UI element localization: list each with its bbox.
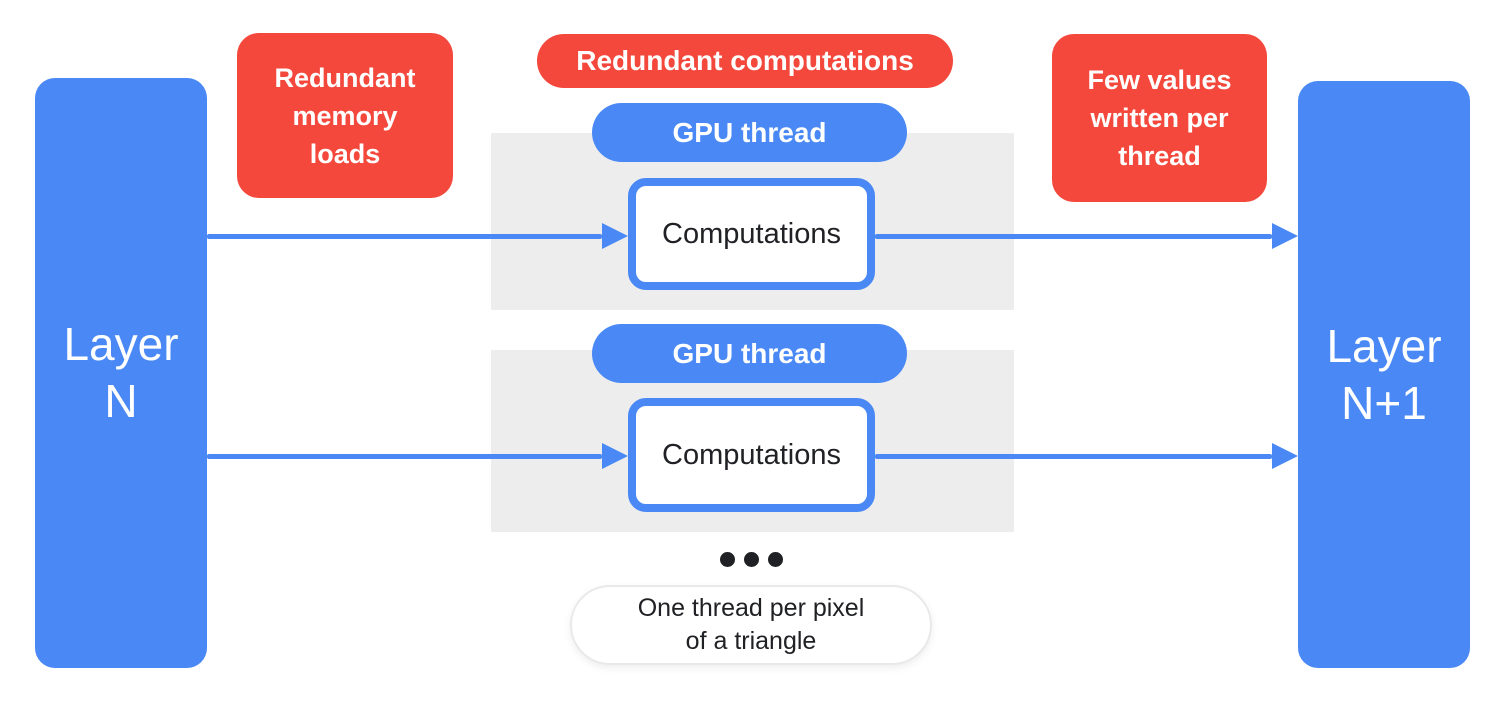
callout-memory-line2: memory — [292, 100, 398, 131]
note-one-thread-per-pixel: One thread per pixel of a triangle — [570, 585, 932, 665]
callout-few-line2: written per — [1090, 103, 1229, 133]
callout-redundant-computations: Redundant computations — [537, 34, 953, 88]
ellipsis-dots — [720, 552, 783, 567]
computations-box-2: Computations — [628, 398, 875, 512]
gpu-thread-pill-1: GPU thread — [592, 103, 907, 162]
layer-n-plus-1-label-line1: Layer — [1326, 319, 1442, 372]
arrow-line-computations-2-to-layer-n1 — [875, 454, 1272, 459]
layer-n-label-line1: Layer — [63, 318, 179, 370]
ellipsis-dot-icon — [744, 552, 759, 567]
ellipsis-dot-icon — [720, 552, 735, 567]
arrowhead-icon-into-computations-1 — [602, 223, 628, 249]
callout-memory-line1: Redundant — [274, 62, 416, 93]
callout-computations-label: Redundant computations — [576, 45, 914, 76]
arrowhead-icon-into-layer-n1-row1 — [1272, 223, 1298, 249]
callout-memory-line3: loads — [309, 138, 381, 169]
layer-n-label-line2: N — [104, 375, 138, 427]
ellipsis-dot-icon — [768, 552, 783, 567]
arrow-line-computations-1-to-layer-n1 — [875, 234, 1272, 239]
computations-box-1: Computations — [628, 178, 875, 290]
gpu-thread-pill-2-label: GPU thread — [672, 337, 827, 369]
callout-few-values-written: Few values written per thread — [1052, 34, 1267, 202]
arrowhead-icon-into-computations-2 — [602, 443, 628, 469]
arrowhead-icon-into-layer-n1-row2 — [1272, 443, 1298, 469]
arrow-line-layer-n-to-computations-2 — [207, 454, 602, 459]
computations-box-1-label: Computations — [662, 217, 841, 250]
layer-n-plus-1-box: Layer N+1 — [1298, 81, 1470, 668]
arrow-line-layer-n-to-computations-1 — [207, 234, 602, 239]
gpu-thread-pill-2: GPU thread — [592, 324, 907, 383]
callout-few-line1: Few values — [1087, 65, 1232, 95]
note-line1: One thread per pixel — [637, 594, 865, 622]
layer-n-box: Layer N — [35, 78, 207, 668]
layer-n-plus-1-label-line2: N+1 — [1341, 376, 1427, 429]
computations-box-2-label: Computations — [662, 438, 841, 471]
gpu-thread-pill-1-label: GPU thread — [672, 116, 827, 148]
callout-few-line3: thread — [1118, 141, 1201, 171]
callout-redundant-memory-loads: Redundant memory loads — [237, 33, 453, 198]
note-line2: of a triangle — [685, 627, 817, 655]
